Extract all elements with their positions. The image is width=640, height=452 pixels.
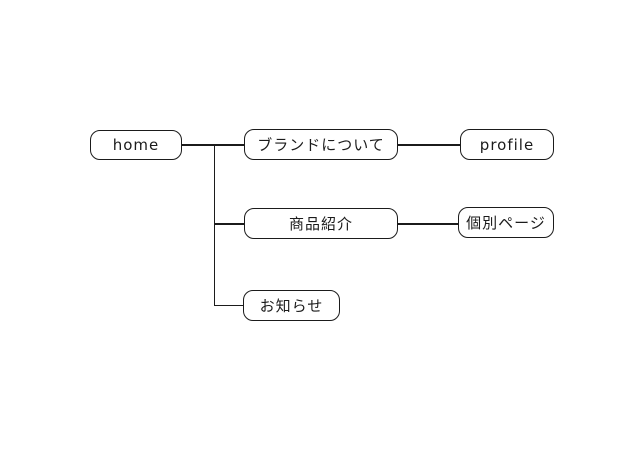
node-products: 商品紹介: [244, 208, 398, 239]
connector-products-to-detail: [398, 223, 458, 225]
connector-brand-to-profile: [398, 144, 460, 146]
node-detail: 個別ページ: [458, 207, 554, 238]
node-brand: ブランドについて: [244, 129, 398, 160]
connector-trunk-to-news: [214, 304, 243, 307]
node-profile-label: profile: [479, 135, 535, 154]
connector-trunk-vertical: [213, 144, 216, 306]
node-products-label: 商品紹介: [288, 215, 353, 233]
node-news: お知らせ: [243, 290, 340, 321]
node-brand-label: ブランドについて: [257, 136, 385, 154]
node-profile: profile: [460, 129, 554, 160]
node-news-label: お知らせ: [259, 297, 324, 315]
connector-home-to-brand: [182, 144, 244, 146]
connector-trunk-to-products: [214, 223, 244, 225]
node-detail-label: 個別ページ: [466, 214, 546, 232]
node-home-label: home: [112, 136, 160, 154]
node-home: home: [90, 130, 182, 160]
